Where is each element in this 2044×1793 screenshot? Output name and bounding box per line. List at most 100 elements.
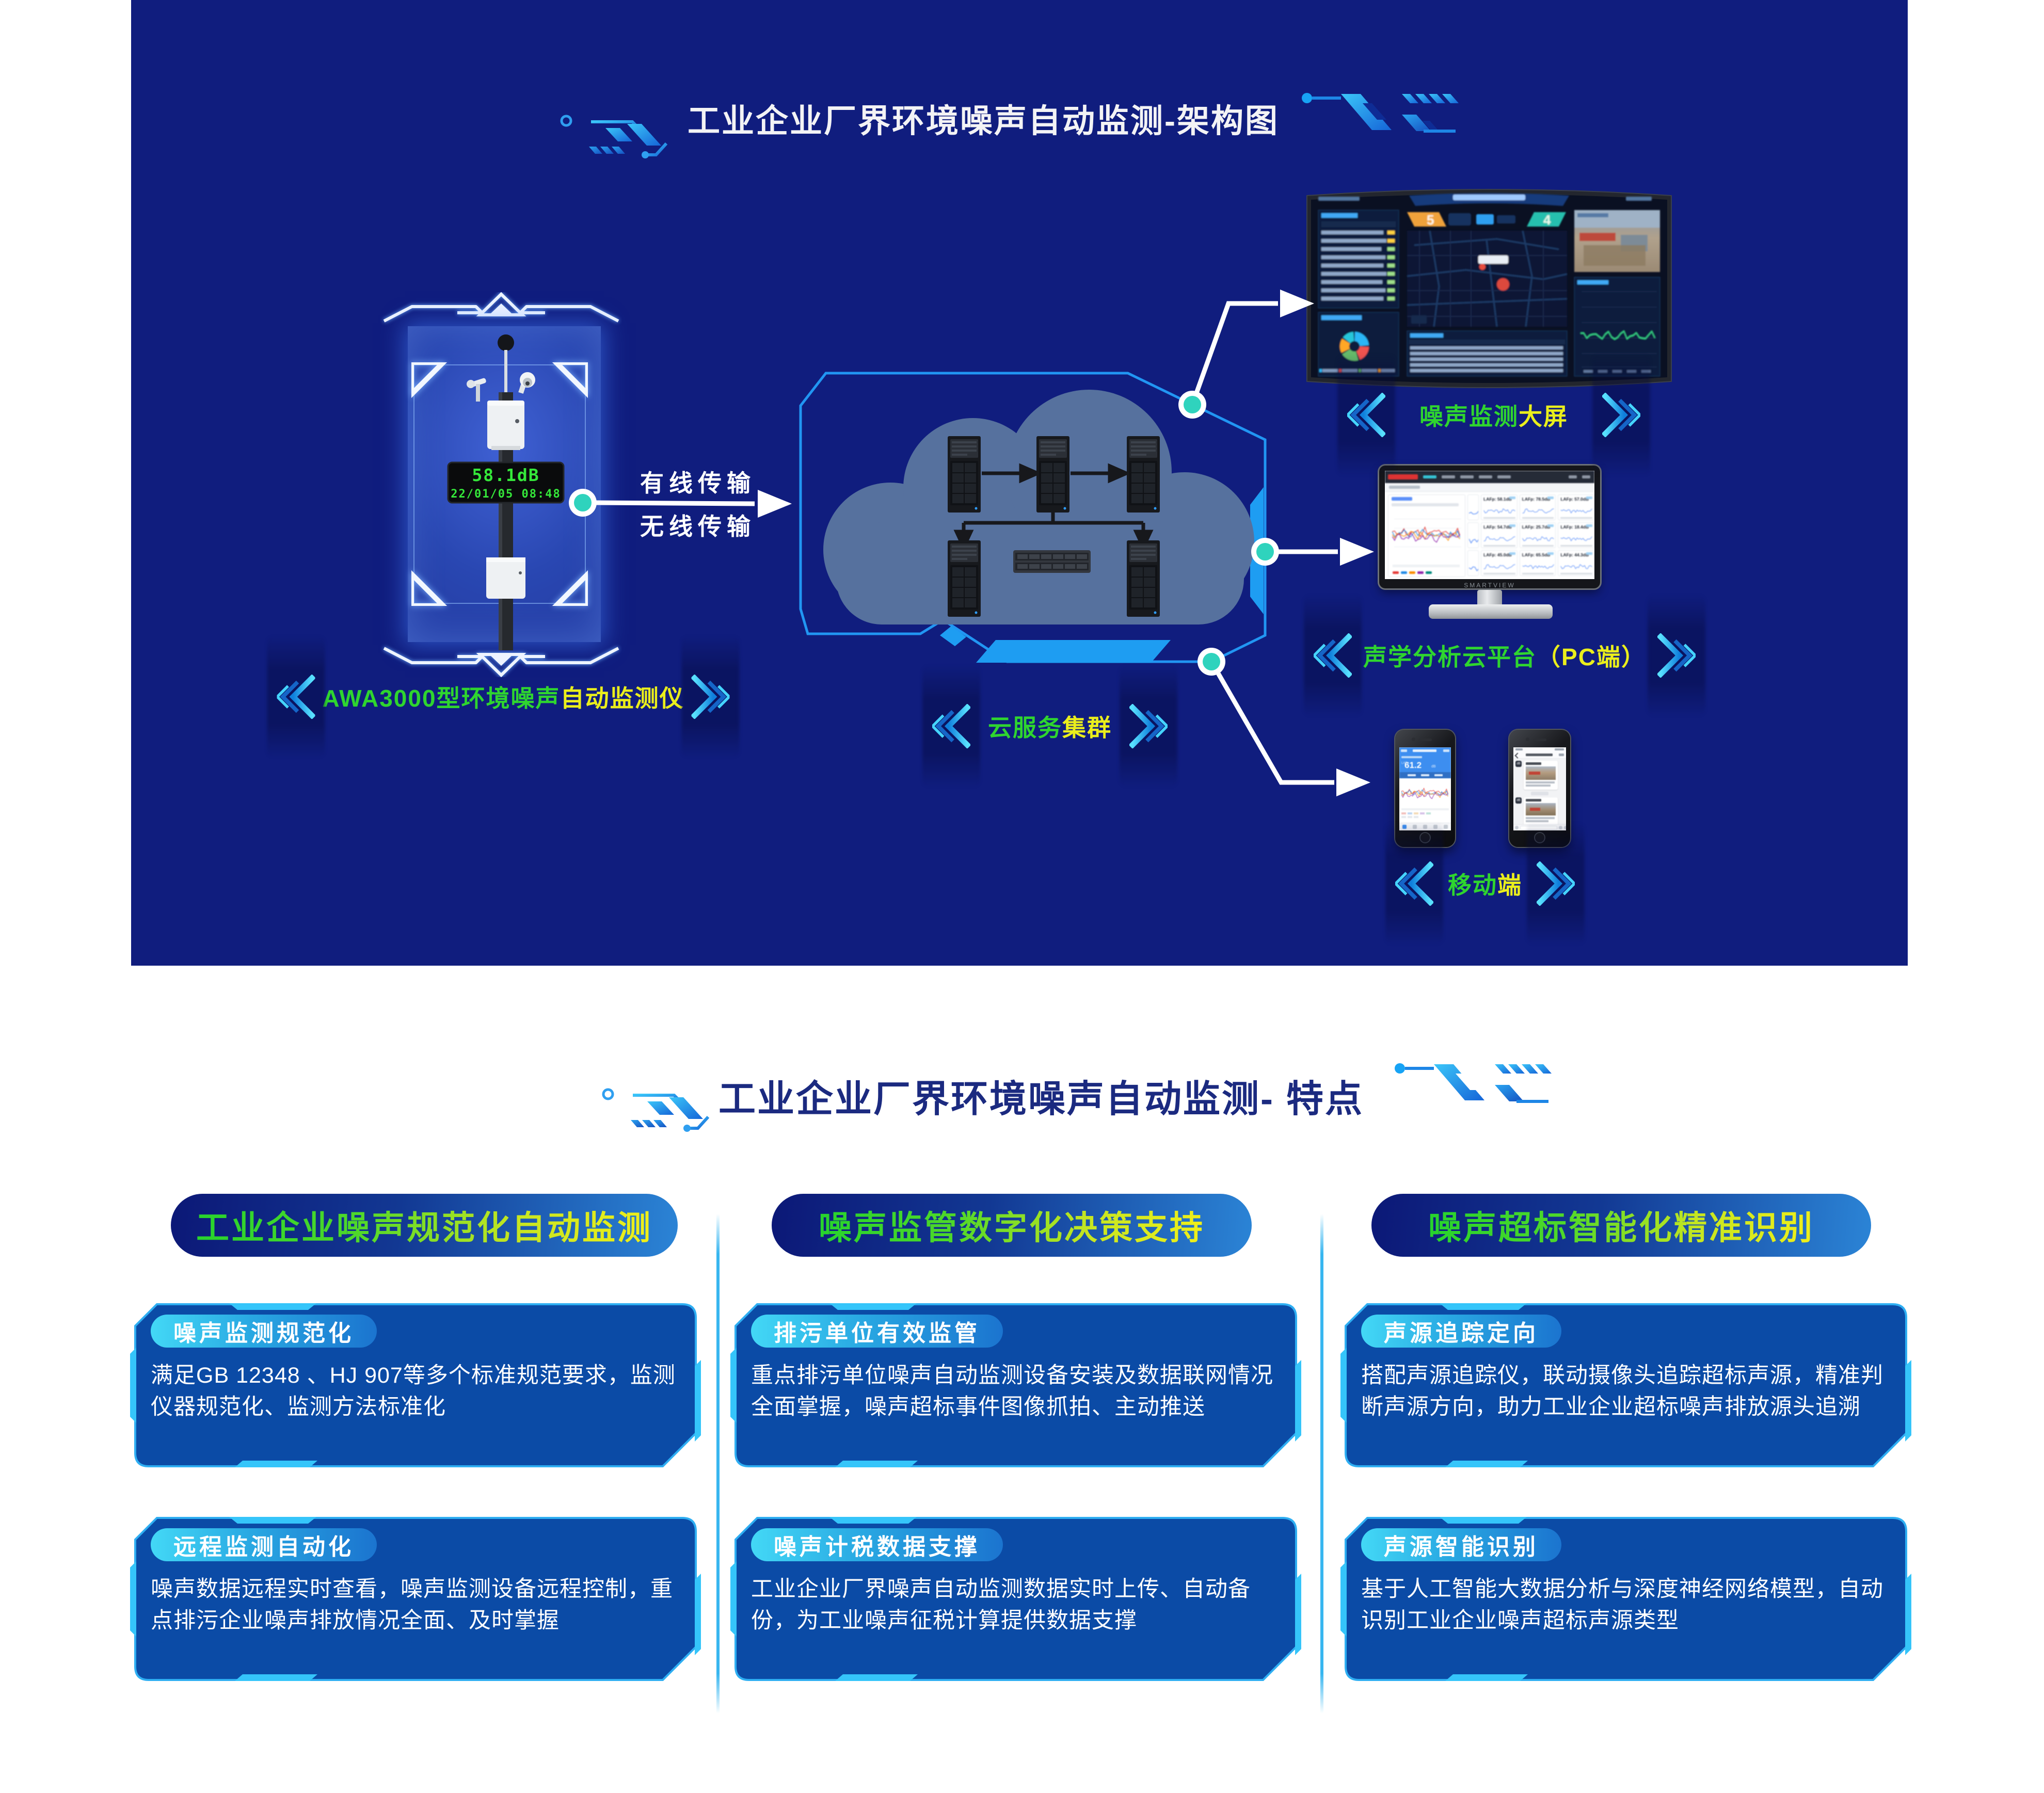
feature-column-header-1: 工业企业噪声规范化自动监测: [171, 1194, 678, 1257]
chevron-right-icon: [1602, 393, 1640, 437]
feature-badge: 声源追踪定向: [1361, 1315, 1561, 1348]
label-text: AWA3000型环境噪声自动监测仪: [322, 680, 684, 714]
pc-mini-chart-card: LAFp: 57.0dB: [1558, 494, 1594, 520]
monitoring-big-screen: 4 5: [1306, 189, 1672, 388]
pc-main-chart-card: [1388, 494, 1465, 577]
connector-cloud-bigscreen: [1190, 301, 1278, 406]
chevron-left-icon: [1347, 393, 1385, 437]
pc-mini-chart-card: LAFp: 58.1dB: [1481, 494, 1518, 520]
feature-card: 噪声监测规范化 满足GB 12348 、HJ 907等多个标准规范要求，监测仪器…: [130, 1303, 701, 1467]
connectors-overlay: [569, 290, 1374, 796]
label-text: 云服务集群: [988, 709, 1112, 743]
circuit-ornament-left-2: [602, 1088, 710, 1132]
wireless-transmission-label: 无线传输: [640, 513, 756, 540]
led-datetime: 22/01/05 08:48: [451, 488, 561, 501]
led-display: 58.1dB 22/01/05 08:48: [447, 461, 565, 504]
pc-mini-chart-card: LAFp: 45.0dB: [1481, 550, 1518, 576]
feature-column-header-text: 工业企业噪声规范化自动监测: [196, 1202, 652, 1249]
label-text: 移动端: [1448, 867, 1522, 901]
cloud-accent-strip: [976, 640, 1171, 663]
feature-card: 噪声计税数据支撑 工业企业厂界噪声自动监测数据实时上传、自动备份，为工业噪声征税…: [730, 1517, 1301, 1681]
bigscreen-label: 噪声监测大屏: [1347, 393, 1640, 437]
feature-badge: 噪声计税数据支撑: [751, 1528, 1003, 1561]
feature-column-header-text: 噪声监管数字化决策支持: [819, 1202, 1205, 1249]
chevron-right-icon: [1657, 633, 1696, 678]
chevron-right-icon: [1129, 704, 1168, 748]
feature-card: 声源追踪定向 搭配声源追踪仪，联动摄像头追踪超标声源，精准判断声源方向，助力工业…: [1340, 1303, 1911, 1467]
label-text-yellow: 集群: [1062, 714, 1112, 741]
pc-mini-chart-card: LAFp: 44.3dB: [1558, 550, 1594, 576]
feature-body: 重点排污单位噪声自动监测设备安装及数据联网情况全面掌握，噪声超标事件图像抓拍、主…: [751, 1363, 1273, 1419]
feature-body: 基于人工智能大数据分析与深度神经网络模型，自动识别工业企业噪声超标声源类型: [1361, 1577, 1883, 1633]
microphone-windscreen-icon: [498, 334, 514, 351]
pc-mini-chart-card: [1467, 522, 1479, 548]
label-text-yellow: （PC端）: [1537, 644, 1646, 670]
chevron-left-icon: [277, 675, 315, 719]
label-text-green: AWA3000型环境噪声: [322, 685, 561, 712]
pc-mini-chart-card: LAFp: 25.7dB: [1519, 522, 1556, 548]
feature-column-header-3: 噪声超标智能化精准识别: [1371, 1194, 1871, 1257]
pc-mini-chart-card: LAFp: 65.5dB: [1519, 550, 1556, 576]
label-text-green: 云服务: [988, 714, 1062, 741]
label-text-yellow: 自动监测仪: [560, 685, 684, 712]
feature-badge: 声源智能识别: [1361, 1528, 1561, 1561]
feature-body: 工业企业厂界噪声自动监测数据实时上传、自动备份，为工业噪声征税计算提供数据支撑: [751, 1577, 1251, 1633]
feature-body: 搭配声源追踪仪，联动摄像头追踪超标声源，精准判断声源方向，助力工业企业超标噪声排…: [1361, 1363, 1883, 1419]
label-text-green: 噪声监测: [1419, 403, 1519, 430]
device-frame-bottom-ornament: [383, 647, 619, 677]
cloud-label: 云服务集群: [932, 704, 1168, 748]
device-frame-top-ornament: [383, 292, 619, 323]
pc-stand-neck: [1477, 590, 1502, 605]
label-text-green: 移动: [1448, 872, 1497, 899]
label-text: 声学分析云平台（PC端）: [1363, 638, 1646, 673]
label-text: 噪声监测大屏: [1419, 398, 1568, 432]
circuit-ornament-right-2: [1395, 1063, 1552, 1103]
rack-server: [1013, 550, 1091, 573]
features-title: 工业企业厂界环境噪声自动监测- 特点: [718, 1079, 1364, 1120]
feature-card: 排污单位有效监管 重点排污单位噪声自动监测设备安装及数据联网情况全面掌握，噪声超…: [730, 1303, 1301, 1467]
chevron-right-icon: [1537, 861, 1575, 906]
pc-nav-bar: [1385, 471, 1594, 483]
connection-nodes: [569, 391, 1279, 676]
circuit-ornament-right: [1302, 93, 1459, 133]
pc-logo: [1388, 474, 1418, 479]
phone-reading: 61.2: [1404, 760, 1422, 770]
feature-column-header-text: 噪声超标智能化精准识别: [1428, 1202, 1814, 1249]
feature-badge: 排污单位有效监管: [751, 1315, 1003, 1348]
feature-body: 满足GB 12348 、HJ 907等多个标准规范要求，监测仪器规范化、监测方法…: [151, 1363, 676, 1419]
column-divider-2: [1320, 1214, 1323, 1714]
pc-mini-chart-card: LAFp: 78.5dB: [1519, 494, 1556, 520]
chevron-left-icon: [1395, 861, 1433, 906]
pc-screen: LAFp: 58.1dB LAFp: 78.5dB LAFp: 57.0dB L…: [1385, 471, 1594, 579]
feature-badge: 噪声监测规范化: [151, 1315, 377, 1348]
svg-text:4: 4: [1543, 212, 1551, 228]
server-towers: [948, 436, 1160, 617]
circuit-ornament-left: [560, 115, 668, 158]
device-label: AWA3000型环境噪声自动监测仪: [277, 675, 729, 719]
chevron-left-icon: [1314, 633, 1352, 678]
led-value: 58.1dB: [472, 465, 539, 485]
phone-chat: dB dB: [1509, 730, 1570, 847]
chevron-left-icon: [932, 704, 970, 748]
cloud-border: [799, 372, 1267, 663]
architecture-title: 工业企业厂界环境噪声自动监测-架构图: [688, 103, 1279, 139]
pc-mini-chart-card: LAFp: 54.7dB: [1481, 522, 1518, 548]
pc-mini-chart-card: LAFp: 18.4dB: [1558, 522, 1594, 548]
chevron-right-icon: [692, 675, 730, 719]
pc-label: 声学分析云平台（PC端）: [1314, 633, 1696, 678]
feature-column-header-2: 噪声监管数字化决策支持: [772, 1194, 1252, 1257]
pc-mini-chart-card: [1467, 494, 1479, 520]
label-text-yellow: 大屏: [1519, 403, 1568, 430]
column-divider-1: [716, 1214, 720, 1714]
feature-body: 噪声数据远程实时查看，噪声监测设备远程控制，重点排污企业噪声排放情况全面、及时掌…: [151, 1577, 673, 1633]
pc-stand-base: [1429, 604, 1553, 619]
connector-device-cloud: [596, 500, 755, 506]
pc-chart-grid: LAFp: 58.1dB LAFp: 78.5dB LAFp: 57.0dB L…: [1467, 494, 1594, 576]
label-text-yellow: 端: [1497, 872, 1522, 899]
pc-mini-chart-card: [1467, 550, 1479, 576]
connector-cloud-mobile: [1209, 660, 1334, 785]
wired-transmission-label: 有线传输: [640, 470, 756, 497]
label-text-green: 声学分析云平台: [1363, 644, 1537, 670]
noise-monitoring-station: 58.1dB 22/01/05 08:48: [447, 334, 565, 650]
